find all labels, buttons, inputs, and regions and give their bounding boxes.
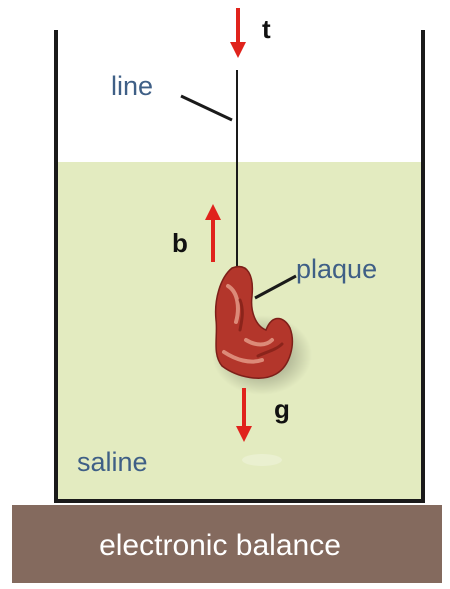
tension-label: t — [262, 14, 271, 44]
saline-label: saline — [77, 447, 148, 477]
plaque-label: plaque — [296, 254, 377, 284]
line-pointer — [181, 96, 232, 120]
gravity-label: g — [274, 394, 290, 424]
buoyancy-label: b — [172, 228, 188, 258]
line-label: line — [111, 71, 153, 101]
balance-label: electronic balance — [99, 529, 341, 562]
